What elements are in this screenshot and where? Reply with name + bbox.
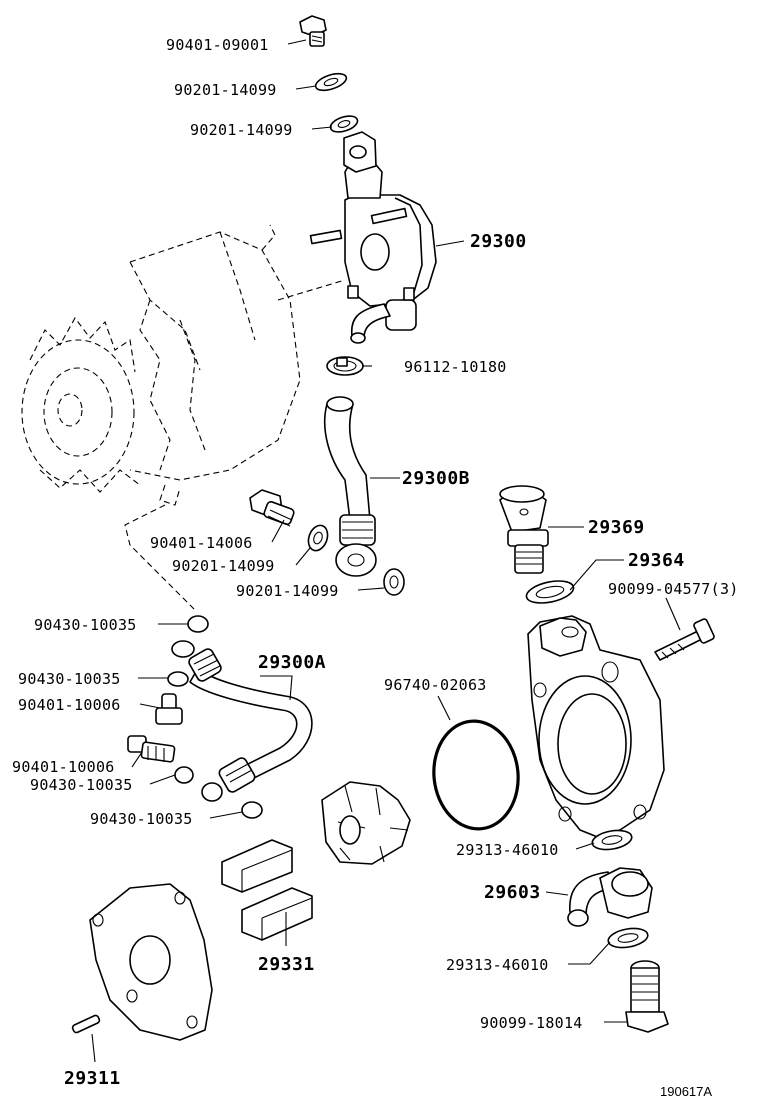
- label-96740-02063: 96740-02063: [384, 676, 487, 694]
- washer-e: [187, 615, 209, 633]
- label-90401-10006-a: 90401-10006: [18, 696, 121, 714]
- washer-b: [329, 115, 359, 133]
- label-29313-46010-b: 29313-46010: [446, 956, 549, 974]
- washer-g: [174, 766, 194, 784]
- label-29364: 29364: [628, 550, 685, 571]
- label-90401-09001: 90401-09001: [166, 36, 269, 54]
- label-90430-10035-d: 90430-10035: [90, 810, 193, 828]
- label-90201-14099-b: 90201-14099: [190, 121, 293, 139]
- gasket-29364: [525, 580, 575, 604]
- label-96112-10180: 96112-10180: [404, 358, 507, 376]
- label-90401-10006-b: 90401-10006: [12, 758, 115, 776]
- label-90430-10035-c: 90430-10035: [30, 776, 133, 794]
- label-90430-10035-a: 90430-10035: [34, 616, 137, 634]
- label-90201-14099-c: 90201-14099: [172, 557, 275, 575]
- bolt-90401-10006-a: [155, 693, 183, 725]
- washer-a: [314, 72, 348, 92]
- label-29313-46010-a: 29313-46010: [456, 841, 559, 859]
- label-90201-14099-d: 90201-14099: [236, 582, 339, 600]
- alternator-outline: [21, 224, 346, 611]
- union-29603: [567, 867, 653, 927]
- label-90430-10035-b: 90430-10035: [18, 670, 121, 688]
- label-90099-18014: 90099-18014: [480, 1014, 583, 1032]
- vacuum-pump: [309, 131, 437, 344]
- check-valve-29369: [499, 485, 549, 574]
- leader-lines: [91, 39, 681, 1063]
- o-ring: [432, 719, 520, 831]
- label-29331: 29331: [258, 954, 315, 975]
- pipe-29300a: [171, 640, 313, 802]
- hose-29300b: [323, 396, 377, 577]
- hose-clamp: [326, 356, 364, 376]
- gasket-29313-b: [607, 927, 649, 949]
- washer-f: [167, 671, 189, 687]
- bolt-90401-09001: [299, 15, 327, 47]
- label-29311: 29311: [64, 1068, 121, 1089]
- label-90201-14099-a: 90201-14099: [174, 81, 277, 99]
- bolt-90401-10006-b: [127, 735, 176, 763]
- washer-c: [307, 524, 329, 552]
- label-90099-04577: 90099-04577(3): [608, 580, 739, 598]
- label-29300: 29300: [470, 231, 527, 252]
- label-29300b: 29300B: [402, 468, 470, 489]
- vanes-29331: [221, 839, 313, 941]
- diagram-reference-code: 190617A: [660, 1084, 712, 1099]
- label-29603: 29603: [484, 882, 541, 903]
- washer-d: [383, 568, 405, 596]
- rotor: [321, 781, 411, 865]
- label-29300a: 29300A: [258, 652, 326, 673]
- label-90401-14006: 90401-14006: [150, 534, 253, 552]
- bolt-90099-04577: [654, 618, 715, 661]
- pin-29311: [71, 1014, 101, 1034]
- cover-plate: [89, 883, 213, 1041]
- part-labels: 90401-09001 90201-14099 90201-14099 2930…: [12, 36, 739, 1099]
- pump-housing: [527, 615, 665, 839]
- bolt-90099-18014: [625, 960, 669, 1033]
- bolt-90401-14006: [249, 489, 295, 527]
- washer-h: [241, 801, 263, 819]
- label-29369: 29369: [588, 517, 645, 538]
